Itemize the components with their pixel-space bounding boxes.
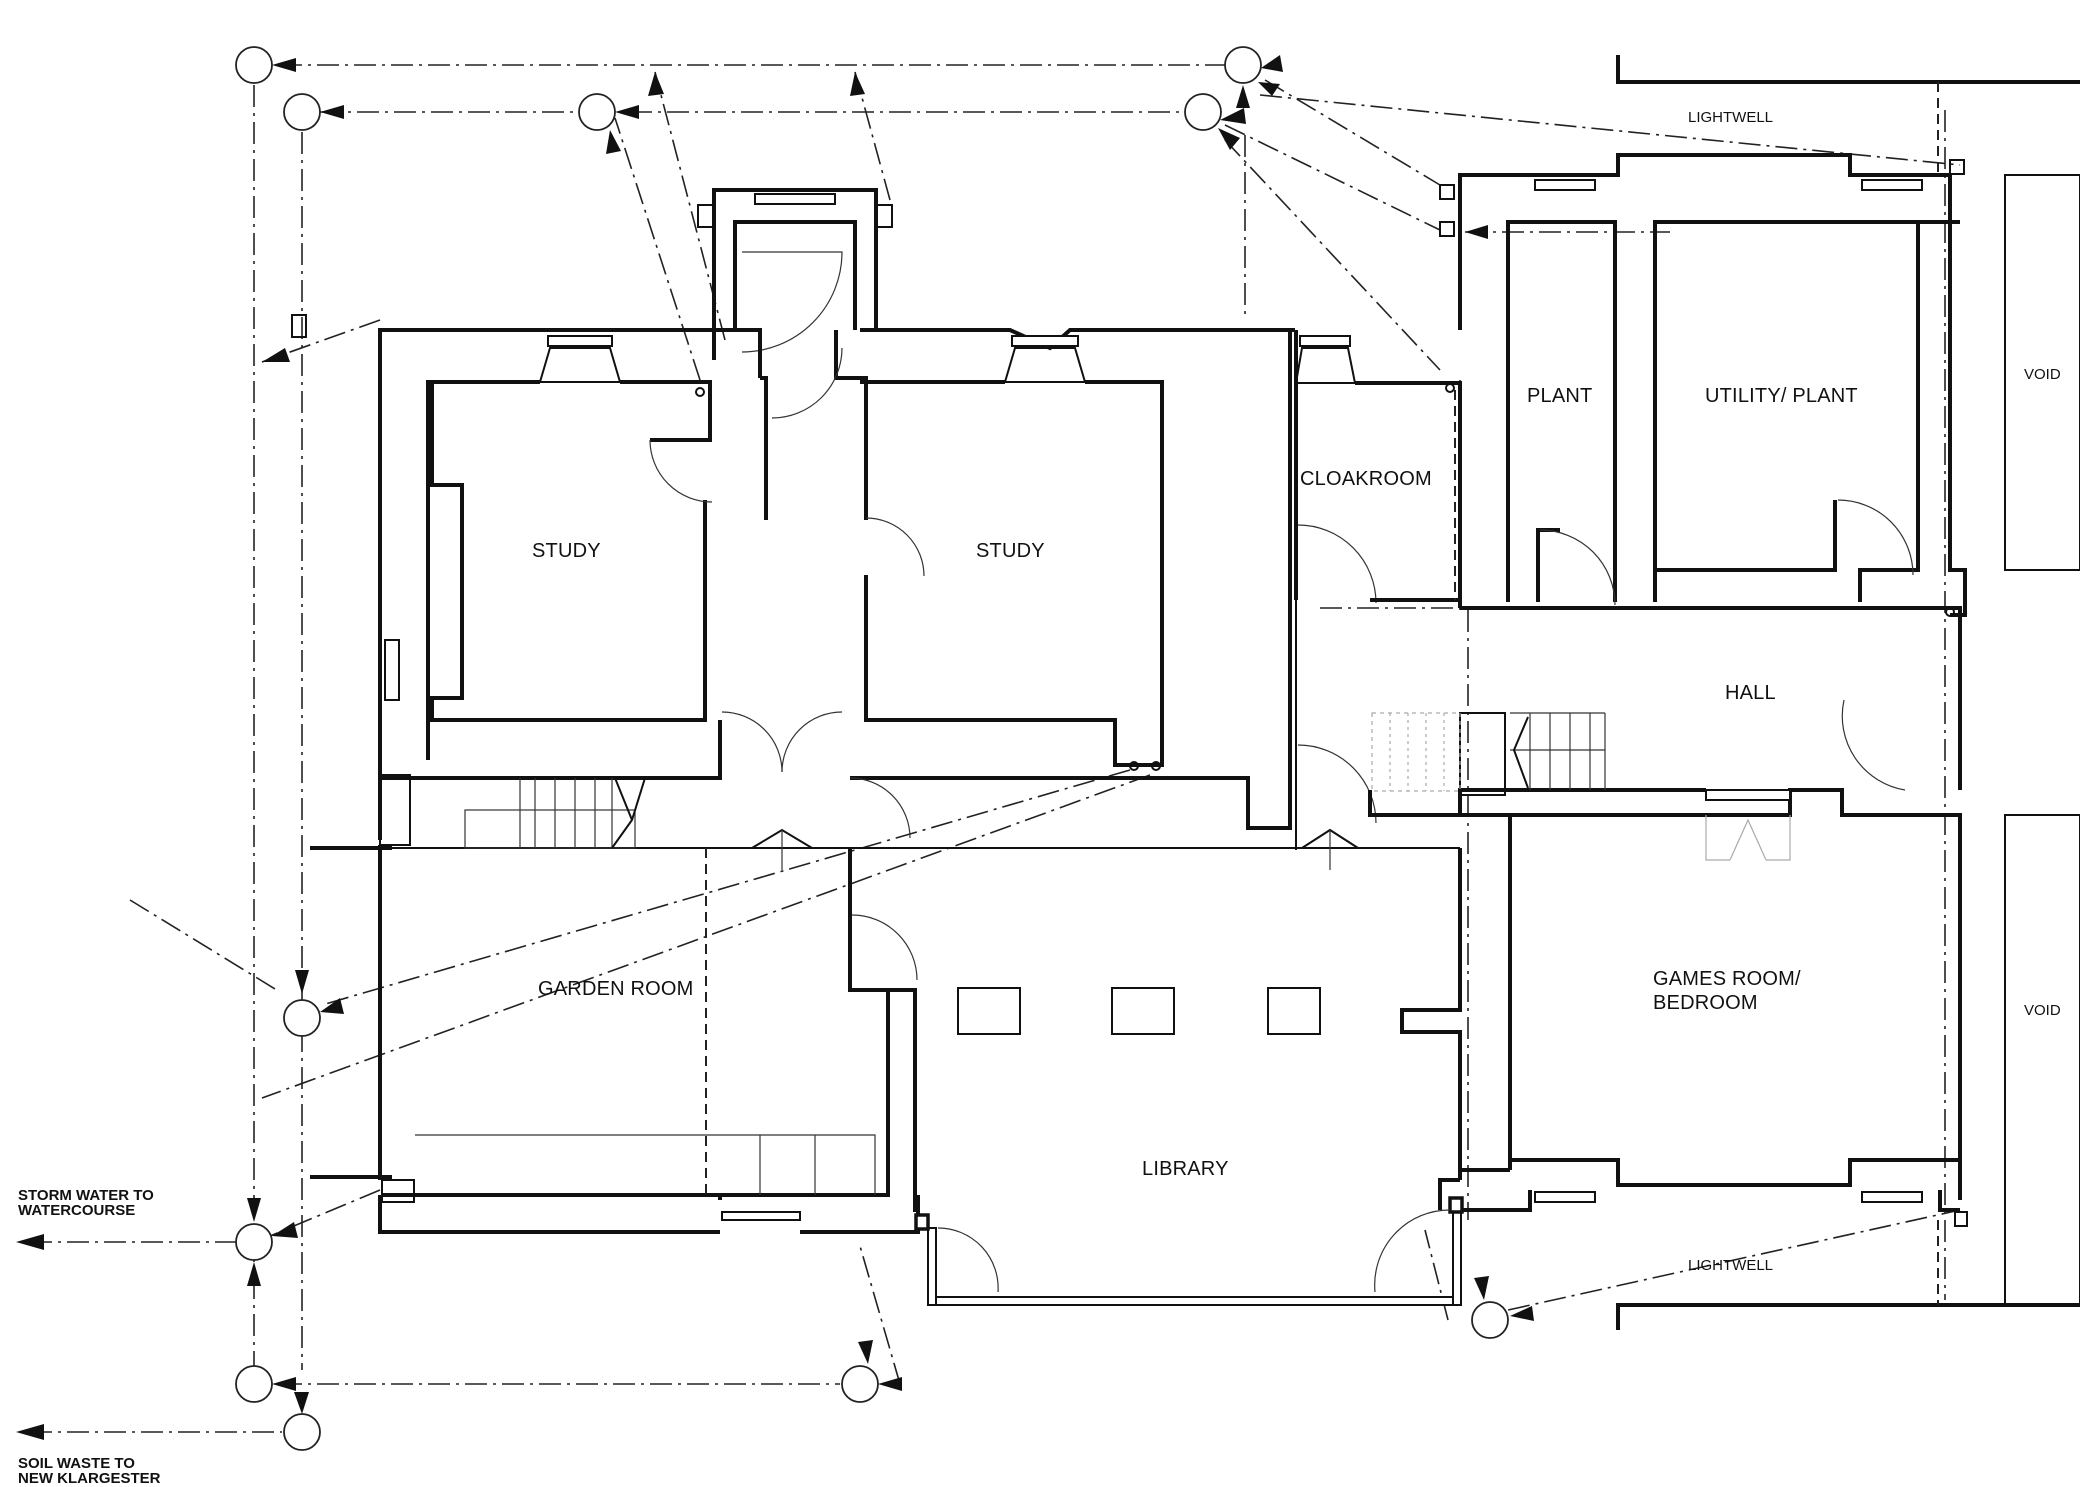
arrow-left-icon [1220, 108, 1246, 124]
dashed-stair [1371, 712, 1461, 792]
arrow-up-icon [606, 130, 621, 154]
arrow-down-icon [247, 1198, 261, 1222]
note-storm-water-line2: WATERCOURSE [18, 1202, 136, 1219]
arrow-left-icon [1465, 225, 1488, 239]
room-label-games-room: GAMES ROOM/ [1653, 968, 1801, 990]
room-label-study-center: STUDY [976, 540, 1045, 562]
arrow-up-icon [247, 1262, 261, 1286]
arrow-left-icon [1510, 1306, 1534, 1321]
manhole-icon [1471, 1301, 1509, 1339]
arrow-left-icon [878, 1377, 902, 1391]
manhole-icon [283, 93, 321, 131]
arrow-left-icon [16, 1424, 44, 1440]
arrow-left-icon [1258, 82, 1280, 96]
manhole-icon [235, 46, 273, 84]
room-label-library: LIBRARY [1142, 1158, 1229, 1180]
arrow-up-icon [850, 72, 865, 96]
manholes [235, 46, 1509, 1451]
label-lightwell-top: LIGHTWELL [1688, 109, 1774, 126]
arrow-left-icon [1218, 128, 1240, 150]
arrow-left-icon [320, 998, 344, 1014]
manhole-icon [1184, 93, 1222, 131]
flow-arrows [16, 55, 1534, 1440]
manhole-icon [283, 999, 321, 1037]
room-label-utility-plant: UTILITY/ PLANT [1705, 385, 1858, 407]
manhole-icon [1224, 46, 1262, 84]
arrow-left-icon [272, 1222, 298, 1238]
lightwell-walls [1616, 55, 2080, 1330]
note-soil-waste-line1: SOIL WASTE TO [18, 1455, 135, 1472]
note-storm-water-line1: STORM WATER TO [18, 1187, 154, 1204]
manhole-icon [578, 93, 616, 131]
arrow-down-icon [858, 1340, 873, 1364]
library-bay-window [914, 1196, 1464, 1306]
drainage-lines [30, 64, 1961, 1433]
room-label-hall: HALL [1725, 682, 1776, 704]
label-lightwell-bottom: LIGHTWELL [1688, 1257, 1774, 1274]
arrow-left-icon [262, 348, 290, 362]
manhole-icon [283, 1413, 321, 1451]
room-label-cloakroom: CLOAKROOM [1300, 468, 1432, 490]
manhole-icon [841, 1365, 879, 1403]
arrow-up-icon [648, 72, 664, 96]
building-walls [291, 153, 1968, 1306]
arrow-down-icon [1474, 1276, 1489, 1300]
room-label-study-left: STUDY [532, 540, 601, 562]
arrow-left-icon [16, 1234, 44, 1250]
arrow-down-icon [295, 970, 309, 994]
arrow-down-icon [294, 1392, 309, 1414]
manhole-icon [235, 1365, 273, 1403]
note-soil-waste-line2: NEW KLARGESTER [18, 1470, 161, 1487]
arrow-left-icon [1261, 55, 1283, 72]
label-void-bottom: VOID [2024, 1002, 2061, 1019]
room-label-bedroom: BEDROOM [1653, 992, 1758, 1014]
room-label-garden-room: GARDEN ROOM [538, 978, 694, 1000]
room-label-plant: PLANT [1527, 385, 1593, 407]
arrow-left-icon [272, 1377, 296, 1391]
arrow-left-icon [272, 58, 296, 72]
manhole-icon [235, 1223, 273, 1261]
arrow-left-icon [615, 105, 639, 119]
label-void-top: VOID [2024, 366, 2061, 383]
arrow-left-icon [320, 105, 344, 119]
arrow-up-icon [1236, 85, 1250, 108]
garden-stair [464, 777, 646, 849]
hall-stair [1510, 712, 1606, 790]
